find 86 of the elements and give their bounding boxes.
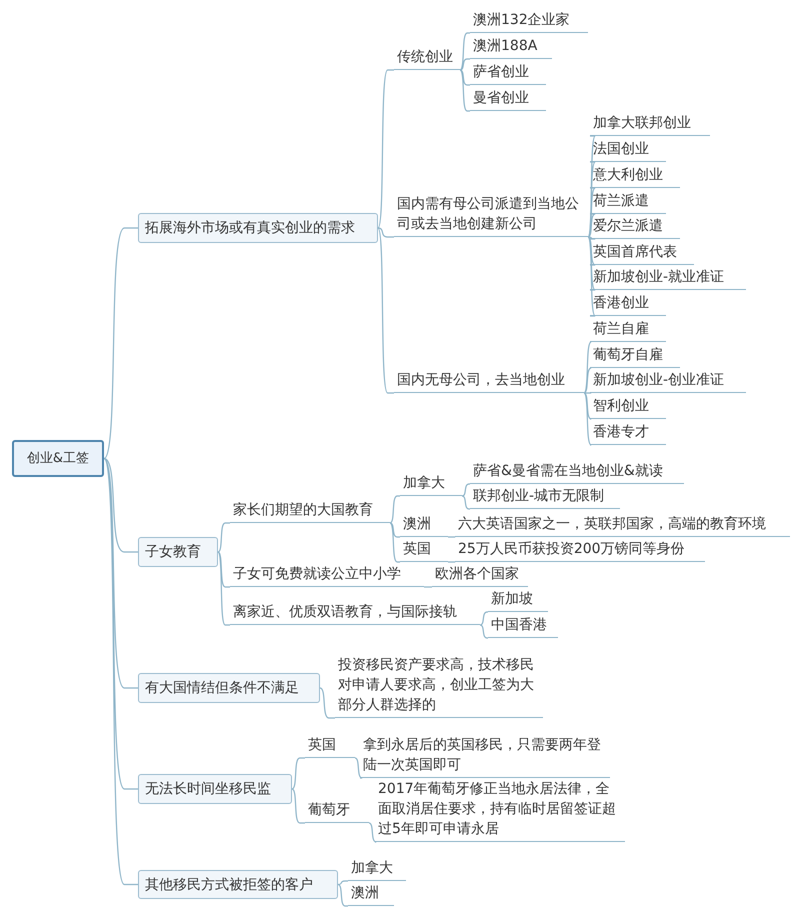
branch-line [104,227,138,459]
branch-line [103,458,138,886]
subtopic-label: 澳洲 [348,883,394,906]
subtopic-label: 新加坡 [488,589,548,612]
branch-line [588,236,596,240]
subtopic-label: 子女可免费就读公立中小学 [230,564,424,587]
branch-line [377,69,394,228]
branch-line [103,458,138,790]
branch-line [584,341,592,394]
subtopic-label: 葡萄牙自雇 [590,345,680,368]
subtopic-label: 英国首席代表 [590,242,694,265]
subtopic-label: 加拿大联邦创业 [590,113,710,136]
branch-line [480,624,488,639]
subtopic-label: 国内需有母公司派遣到当地公司或去当地创建新公司 [394,194,588,237]
branch-line [462,483,470,497]
branch-line [480,611,488,626]
subtopic-label: 加拿大 [400,473,462,496]
branch-line [354,757,363,779]
subtopic-label: 荷兰派遣 [590,191,666,214]
subtopic-label: 曼省创业 [470,88,546,111]
subtopic-label: 香港专才 [590,422,666,445]
subtopic-label: 荷兰自雇 [590,319,666,342]
subtopic-label: 香港创业 [590,293,666,316]
branch-line [462,495,470,510]
subtopic-label: 传统创业 [394,47,460,70]
branch-line [218,552,230,588]
branch-line [588,236,596,291]
branch-line [588,236,596,317]
branch-line [104,458,138,553]
branch-line [588,236,596,266]
subtopic-label: 新加坡创业-就业准证 [590,267,746,290]
subtopic-label: 英国 [400,539,448,562]
branch-line [460,58,470,71]
branch-line [390,522,400,538]
subtopic-label: 智利创业 [590,396,666,419]
branch-line [390,495,400,524]
subtopic-label: 国内无母公司，去当地创业 [394,370,584,393]
subtopic-label: 澳洲132企业家 [470,10,588,33]
subtopic-label: 25万人民币获投资200万镑同等身份 [455,539,705,562]
branch-line [424,586,432,588]
subtopic-label: 澳洲188A [470,36,552,59]
subtopic-label: 英国 [305,735,355,758]
subtopic-label: 新加坡创业-创业准证 [590,370,746,393]
branch-line [368,822,377,843]
branch-line [338,880,348,886]
subtopic-label: 中国香港 [488,615,558,638]
branch-line [448,561,456,563]
subtopic-label: 六大英语国家之一，英联邦国家，高端的教育环境 [455,514,790,537]
subtopic-label: 爱尔兰派遣 [590,216,680,239]
branch-line [218,552,230,626]
branch-line [588,187,596,238]
subtopic-label: 离家近、优质双语教育，与国际接轨 [230,602,480,625]
subtopic-label: 葡萄牙 [305,800,369,823]
subtopic-label: 法国创业 [590,139,666,162]
subtopic-label: 澳洲 [400,514,448,537]
topic-box: 无法长时间坐移民监 [138,774,292,804]
branch-line [378,227,394,238]
subtopic-label: 联邦创业-城市无限制 [470,486,620,509]
topic-box: 有大国情结但条件不满足 [138,673,320,703]
subtopic-label: 萨省创业 [470,62,546,85]
branch-line [584,392,592,446]
branch-line [104,458,138,689]
subtopic-label: 2017年葡萄牙修正当地永居法律，全面取消居住要求，持有临时居留签证超过5年即可申请永居 [375,779,625,842]
branch-line [587,135,596,238]
topic-box: 子女教育 [138,537,218,567]
subtopic-label: 欧洲各个国家 [432,564,528,587]
subtopic-label: 投资移民资产要求高，技术移民对申请人要求高，创业工签为大部分人群选择的 [335,655,543,718]
subtopic-label: 拿到永居后的英国移民，只需要两年登陆一次英国即可 [360,735,610,778]
branch-line [460,32,470,70]
branch-line [460,69,470,86]
subtopic-label: 萨省&曼省需在当地创业&就读 [470,461,684,484]
branch-line [584,392,592,394]
topic-box: 其他移民方式被拒签的客户 [138,870,338,899]
branch-line [377,228,394,394]
branch-line [448,536,456,538]
topic-box: 拓展海外市场或有真实创业的需求 [138,213,378,243]
branch-line [588,213,596,238]
root-topic-box: 创业&工签 [12,440,104,477]
branch-line [584,367,592,394]
subtopic-label: 加拿大 [348,858,406,881]
branch-line [584,392,592,420]
branch-line [390,522,400,563]
subtopic-label: 意大利创业 [590,165,680,188]
subtopic-label: 家长们期望的大国教育 [230,500,390,523]
branch-line [460,70,470,112]
branch-line [588,161,596,238]
